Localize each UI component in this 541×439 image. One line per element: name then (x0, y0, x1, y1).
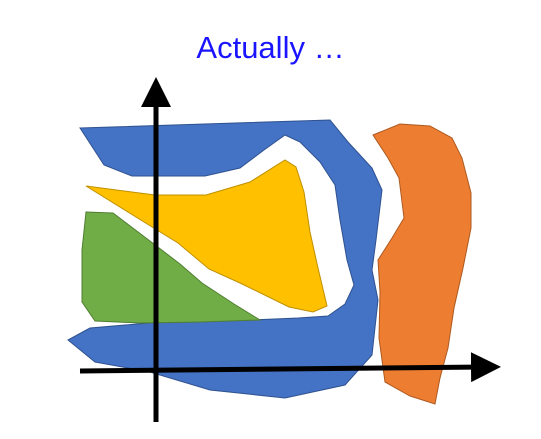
x-axis (79, 352, 501, 383)
slide-title: Actually … (196, 30, 345, 65)
yellow-region (85, 159, 328, 313)
orange-region (372, 123, 472, 405)
green-region (81, 211, 262, 324)
